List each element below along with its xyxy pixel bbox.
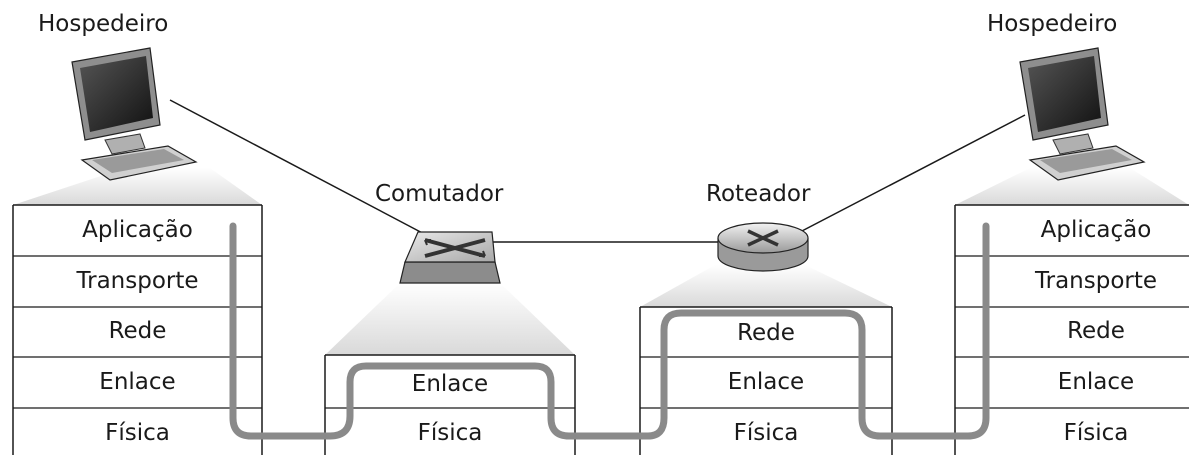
- layer-label: Rede: [108, 318, 167, 344]
- layer-label: Aplicação: [82, 217, 193, 243]
- cone-host-left: [13, 168, 262, 205]
- layer-label: Aplicação: [1040, 217, 1152, 243]
- data-path: [229, 222, 990, 440]
- layer-label: Física: [1063, 420, 1129, 446]
- desktop-computer-icon: [1019, 47, 1146, 181]
- layer-label: Rede: [1067, 318, 1125, 344]
- cone-host-right: [955, 168, 1189, 205]
- cone-switch: [325, 283, 575, 355]
- router-label: Roteador: [706, 181, 811, 207]
- stack-host-left: [12, 204, 263, 455]
- cone-router: [640, 265, 892, 307]
- layer-label: Física: [417, 420, 483, 446]
- projection-cones: [13, 168, 1189, 355]
- layer-label: Transporte: [1034, 268, 1158, 294]
- layer-label: Enlace: [411, 371, 489, 397]
- switch-icon: [399, 231, 501, 284]
- stack-router: [639, 306, 893, 455]
- router-icon: [717, 222, 809, 272]
- stack-host-right: [954, 204, 1189, 455]
- links: [169, 99, 1026, 243]
- host-left-label: Hospedeiro: [38, 11, 169, 37]
- layer-label: Enlace: [727, 369, 805, 395]
- layer-label: Física: [105, 420, 170, 446]
- desktop-computer-icon: [71, 47, 198, 181]
- link-router-host-right: [799, 114, 1026, 233]
- layer-label: Física: [733, 420, 799, 446]
- layer-label: Rede: [737, 320, 795, 346]
- layer-label: Enlace: [99, 369, 176, 395]
- layer-label: Transporte: [76, 268, 199, 294]
- host-right-label: Hospedeiro: [987, 11, 1118, 37]
- layer-label: Enlace: [1057, 369, 1135, 395]
- link-host-left-switch: [169, 99, 431, 238]
- switch-label: Comutador: [375, 181, 504, 207]
